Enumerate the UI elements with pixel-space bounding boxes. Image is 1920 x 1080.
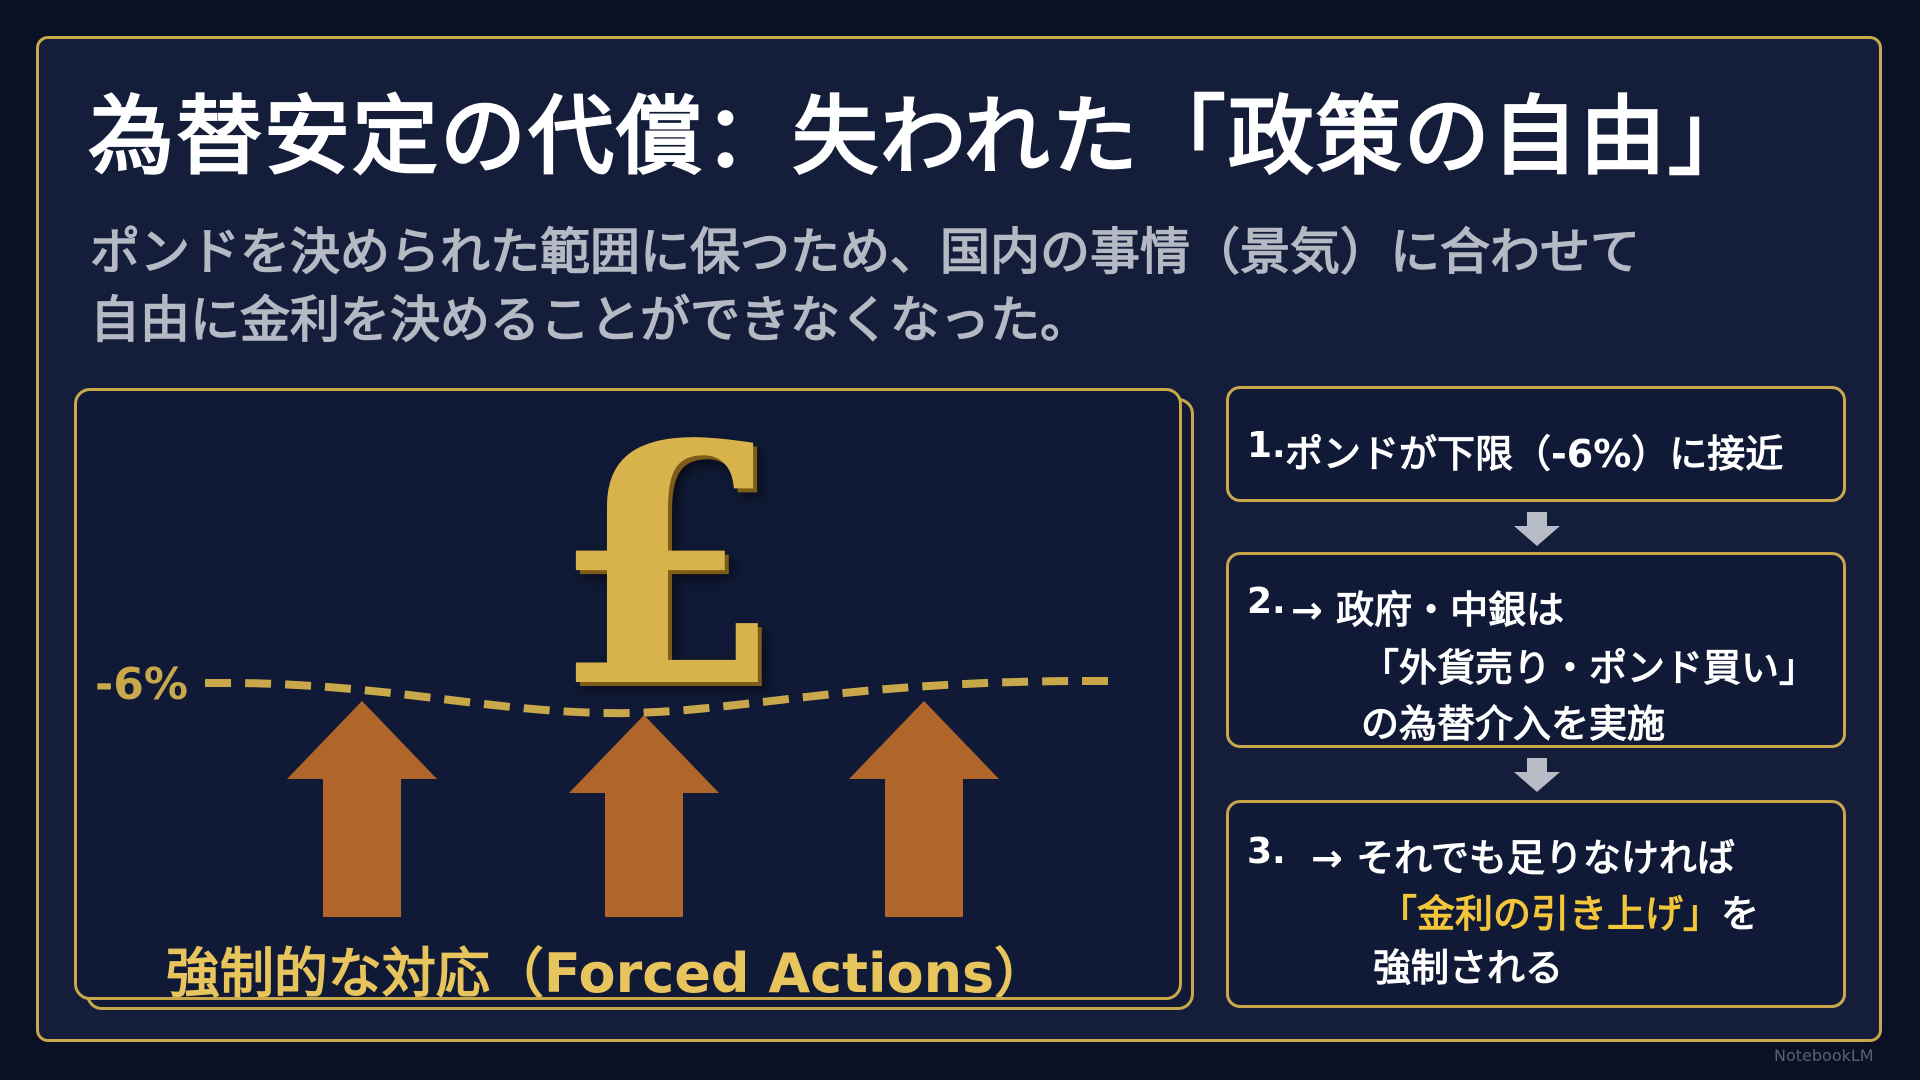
step-3-line-2: 「金利の引き上げ」を — [1379, 883, 1759, 938]
step-2-line-3: の為替介入を実施 — [1361, 702, 1666, 746]
down-arrow-icon — [1514, 512, 1560, 546]
limit-label: -6% — [95, 659, 188, 710]
step-2-line-1: → 政府・中銀は — [1291, 588, 1565, 632]
step-1-text: ポンドが下限（-6%）に接近 — [1285, 432, 1784, 476]
up-arrow-1 — [287, 701, 437, 917]
up-arrow-3 — [849, 701, 999, 917]
up-arrow-2 — [569, 715, 719, 917]
slide-title: 為替安定の代償：失われた「政策の自由」 — [88, 87, 1756, 187]
down-arrow-icon — [1514, 758, 1560, 792]
limit-dashed-line — [204, 676, 1118, 718]
forced-actions-label: 強制的な対応（Forced Actions） — [165, 942, 1049, 1000]
step-3-highlight: 「金利の引き上げ」 — [1379, 892, 1722, 936]
step-2-line-2: 「外貨売り・ポンド買い」 — [1361, 646, 1818, 690]
illustration-graphic — [204, 676, 1118, 917]
step-3-box: 3. → それでも足りなければ 「金利の引き上げ」を 強制される — [1226, 800, 1846, 1008]
step-3-number: 3. — [1247, 831, 1286, 872]
step-3-line-2-rest: を — [1721, 892, 1760, 936]
step-1-box: 1. ポンドが下限（-6%）に接近 — [1226, 386, 1846, 502]
step-1-number: 1. — [1247, 425, 1286, 466]
watermark: NotebookLM — [1774, 1046, 1874, 1065]
step-3-line-3: 強制される — [1373, 946, 1564, 990]
illustration-panel: -6% £ 強制的な対応（Forced Actions） — [74, 388, 1182, 1000]
step-2-box: 2. → 政府・中銀は 「外貨売り・ポンド買い」 の為替介入を実施 — [1226, 552, 1846, 748]
step-2-number: 2. — [1247, 581, 1286, 622]
subtitle-line-1: ポンドを決められた範囲に保つため、国内の事情（景気）に合わせて — [90, 223, 1640, 281]
step-3-line-1: → それでも足りなければ — [1311, 836, 1735, 880]
subtitle-line-2: 自由に金利を決めることができなくなった。 — [90, 291, 1090, 349]
slide-subtitle: ポンドを決められた範囲に保つため、国内の事情（景気）に合わせて 自由に金利を決め… — [90, 218, 1830, 354]
pound-sign-icon: £ — [552, 388, 782, 760]
